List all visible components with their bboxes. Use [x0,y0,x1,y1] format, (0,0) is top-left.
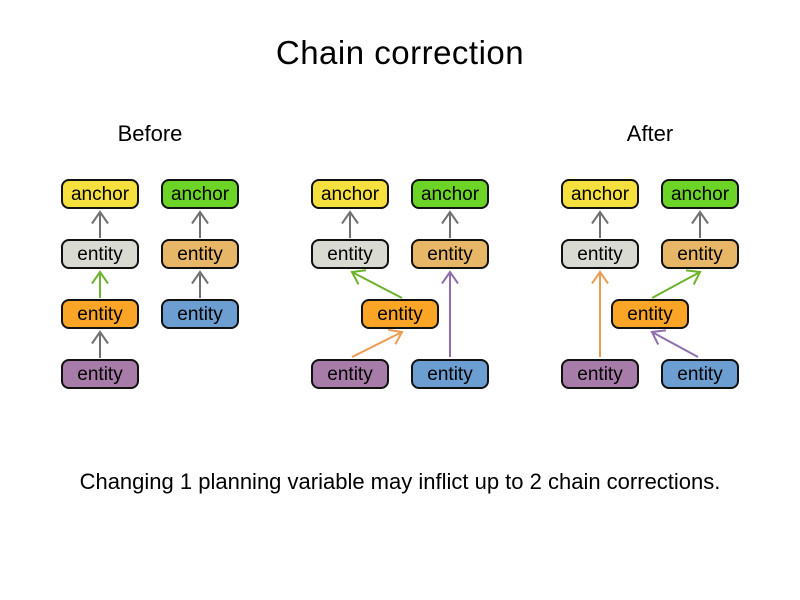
after-heading: After [626,121,674,146]
middle-entity-tan: entity [411,239,489,269]
after-arrow-entity-gray-to-anchor-yellow [591,210,609,238]
after-arrow-entity-orange-to-entity-tan [651,269,702,299]
before-arrow-entity-orange-to-entity-gray [91,270,109,298]
after-arrow-entity-purple-to-entity-gray [591,270,609,357]
before-arrow-entity-tan-to-anchor-green [191,210,209,238]
after-anchor-green: anchor [661,179,739,209]
after-entity-gray: entity [561,239,639,269]
middle-arrow-entity-gray-to-anchor-yellow [341,210,359,238]
before-arrow-entity-purple-to-entity-orange [91,330,109,358]
middle-anchor-green: anchor [411,179,489,209]
before-arrow-entity-blue-to-entity-tan [191,270,209,298]
before-entity-tan: entity [161,239,239,269]
before-anchor-green: anchor [161,179,239,209]
before-heading: Before [117,121,183,146]
after-entity-orange: entity [611,299,689,329]
middle-arrow-entity-orange-to-entity-gray [350,269,403,299]
middle-anchor-yellow: anchor [311,179,389,209]
page-title: Chain correction [275,34,525,71]
before-entity-gray: entity [61,239,139,269]
before-arrow-entity-gray-to-anchor-yellow [91,210,109,238]
before-entity-purple: entity [61,359,139,389]
before-entity-blue: entity [161,299,239,329]
middle-entity-gray: entity [311,239,389,269]
after-entity-purple: entity [561,359,639,389]
middle-entity-orange: entity [361,299,439,329]
after-entity-tan: entity [661,239,739,269]
middle-entity-blue: entity [411,359,489,389]
middle-entity-purple: entity [311,359,389,389]
middle-arrow-entity-tan-to-anchor-green [441,210,459,238]
before-entity-orange: entity [61,299,139,329]
after-anchor-yellow: anchor [561,179,639,209]
before-anchor-yellow: anchor [61,179,139,209]
middle-arrow-entity-blue-to-entity-tan [441,270,459,357]
after-entity-blue: entity [661,359,739,389]
after-arrow-entity-blue-to-entity-orange [650,329,699,358]
caption: Changing 1 planning variable may inflict… [79,469,721,494]
after-arrow-entity-tan-to-anchor-green [691,210,709,238]
middle-arrow-entity-purple-to-entity-orange [351,328,404,358]
